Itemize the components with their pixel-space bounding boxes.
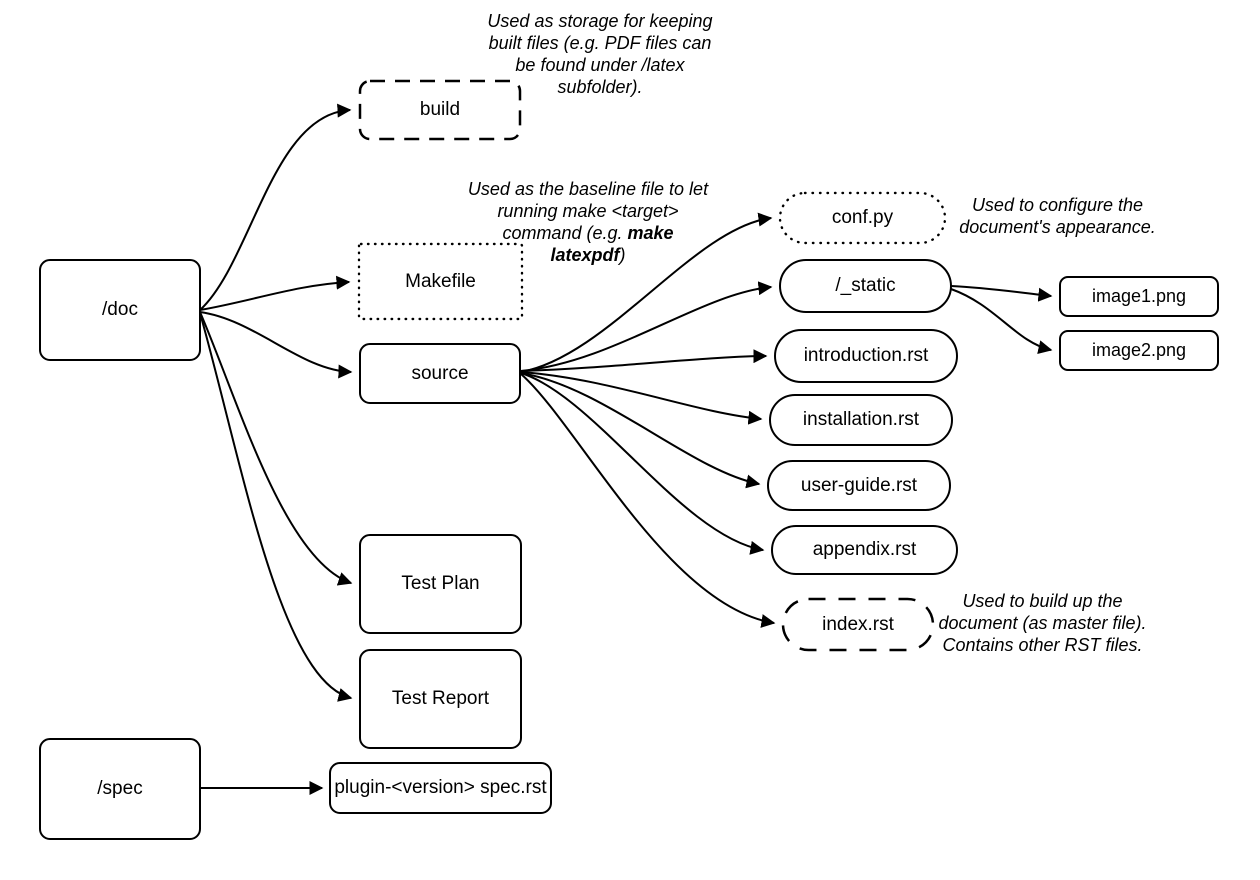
arrow-source-to-conf-py — [520, 212, 773, 373]
appendix-file-shape — [771, 525, 958, 575]
makefile-annotation-line: Used as the baseline file to let — [467, 179, 709, 199]
arrow-static-to-image2 — [950, 288, 1053, 355]
plugin-spec-file-shape — [329, 762, 552, 814]
source-folder-shape — [359, 343, 521, 404]
makefile-annotation: Used as the baseline file to let running… — [418, 178, 758, 266]
index-annotation: Used to build up the document (as master… — [930, 590, 1155, 656]
arrow-source-to-appendix — [520, 372, 765, 555]
arrow-doc-to-test-report — [199, 312, 353, 702]
makefile-file-shape — [357, 242, 524, 321]
plugin-spec-file-label: plugin-<version> spec.rst — [334, 777, 547, 798]
user-guide-file-label: user-guide.rst — [800, 474, 918, 496]
index-file-label: index.rst — [822, 613, 894, 635]
source-folder-label: source — [411, 362, 469, 384]
static-folder-label: /_static — [835, 275, 896, 296]
makefile-annotation-line: running make <target> — [497, 201, 679, 221]
makefile-file-label: Makefile — [405, 270, 476, 292]
conf-py-file-label: conf.py — [831, 207, 894, 228]
build-folder-label: build — [419, 99, 461, 120]
introduction-file-shape — [774, 329, 958, 383]
arrow-doc-to-source — [199, 311, 353, 379]
installation-file-label: installation.rst — [802, 409, 920, 430]
build-folder-shape — [358, 79, 522, 141]
spec-folder-shape — [39, 738, 201, 840]
image2-file-shape — [1059, 330, 1219, 371]
arrow-source-to-introduction — [520, 349, 768, 372]
test-report-shape — [359, 649, 522, 749]
arrow-doc-to-makefile — [199, 275, 351, 311]
doc-folder-label: /doc — [102, 299, 138, 320]
test-plan-label: Test Plan — [401, 573, 480, 594]
build-annotation-line: be found under /latex — [515, 55, 685, 75]
build-annotation: Used as storage for keeping built files … — [430, 10, 770, 98]
test-plan-shape — [359, 534, 522, 634]
user-guide-file-shape — [767, 460, 951, 511]
makefile-annotation-line: command (e.g. make — [502, 223, 674, 243]
introduction-file-label: introduction.rst — [803, 345, 929, 366]
conf-py-annotation-line: Used to configure the — [971, 195, 1144, 215]
image2-file-label: image2.png — [1091, 340, 1187, 360]
arrow-source-to-index — [520, 373, 776, 628]
build-annotation-line: subfolder). — [557, 77, 643, 97]
arrow-doc-to-test-plan — [199, 311, 353, 586]
index-annotation-line: Used to build up the — [962, 591, 1123, 611]
index-annotation-line: Contains other RST files. — [942, 635, 1143, 655]
arrow-doc-to-build — [199, 103, 352, 311]
conf-py-annotation-line: document's appearance. — [959, 217, 1156, 237]
arrow-source-to-installation — [520, 371, 763, 425]
image1-file-shape — [1059, 276, 1219, 317]
installation-file-shape — [769, 394, 953, 446]
index-file-shape — [781, 597, 935, 652]
arrow-source-to-user-guide — [520, 372, 761, 489]
appendix-file-label: appendix.rst — [812, 539, 917, 560]
index-annotation-line: document (as master file). — [938, 613, 1147, 633]
makefile-annotation-line: latexpdf) — [550, 245, 626, 265]
build-annotation-line: Used as storage for keeping — [487, 11, 713, 31]
conf-py-annotation: Used to configure the document's appeara… — [950, 194, 1165, 238]
spec-folder-label: /spec — [97, 778, 143, 799]
image1-file-label: image1.png — [1091, 286, 1187, 306]
doc-folder-shape — [39, 259, 201, 361]
build-annotation-line: built files (e.g. PDF files can — [488, 33, 712, 53]
arrow-source-to-static — [520, 281, 773, 372]
arrow-static-to-image1 — [950, 285, 1053, 302]
conf-py-file-shape — [778, 191, 947, 245]
test-report-label: Test Report — [391, 688, 490, 709]
static-folder-shape — [779, 259, 952, 313]
